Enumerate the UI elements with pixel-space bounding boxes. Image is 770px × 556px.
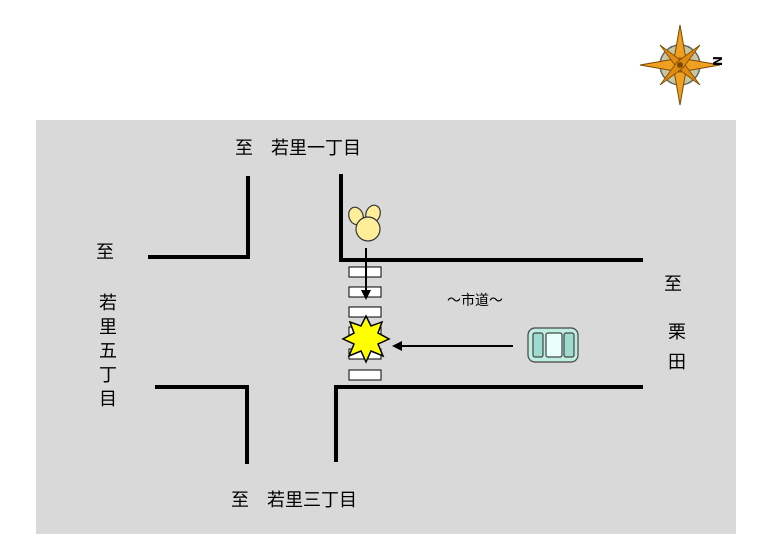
car-arrow (392, 341, 513, 351)
east-to-label: 至 (664, 274, 682, 295)
west-to-label: 至 (96, 242, 114, 263)
pedestrian-icon (348, 204, 381, 242)
curb-northeast (339, 174, 643, 262)
curb-southeast (334, 385, 643, 462)
curb-southwest (155, 385, 249, 464)
car-icon (527, 327, 579, 363)
road-name-label: ～市道～ (447, 293, 503, 309)
curb-northwest (148, 176, 250, 259)
collision-icon (341, 314, 391, 364)
east-place-label: 栗田 (665, 322, 686, 382)
map-area (36, 120, 736, 534)
west-place-label: 若里五丁目 (96, 293, 117, 413)
compass-north-letter: N (710, 55, 725, 67)
south-destination-label: 至 若里三丁目 (231, 490, 357, 511)
north-destination-label: 至 若里一丁目 (235, 138, 361, 159)
pedestrian-arrow (361, 248, 371, 300)
compass-icon (639, 24, 721, 106)
